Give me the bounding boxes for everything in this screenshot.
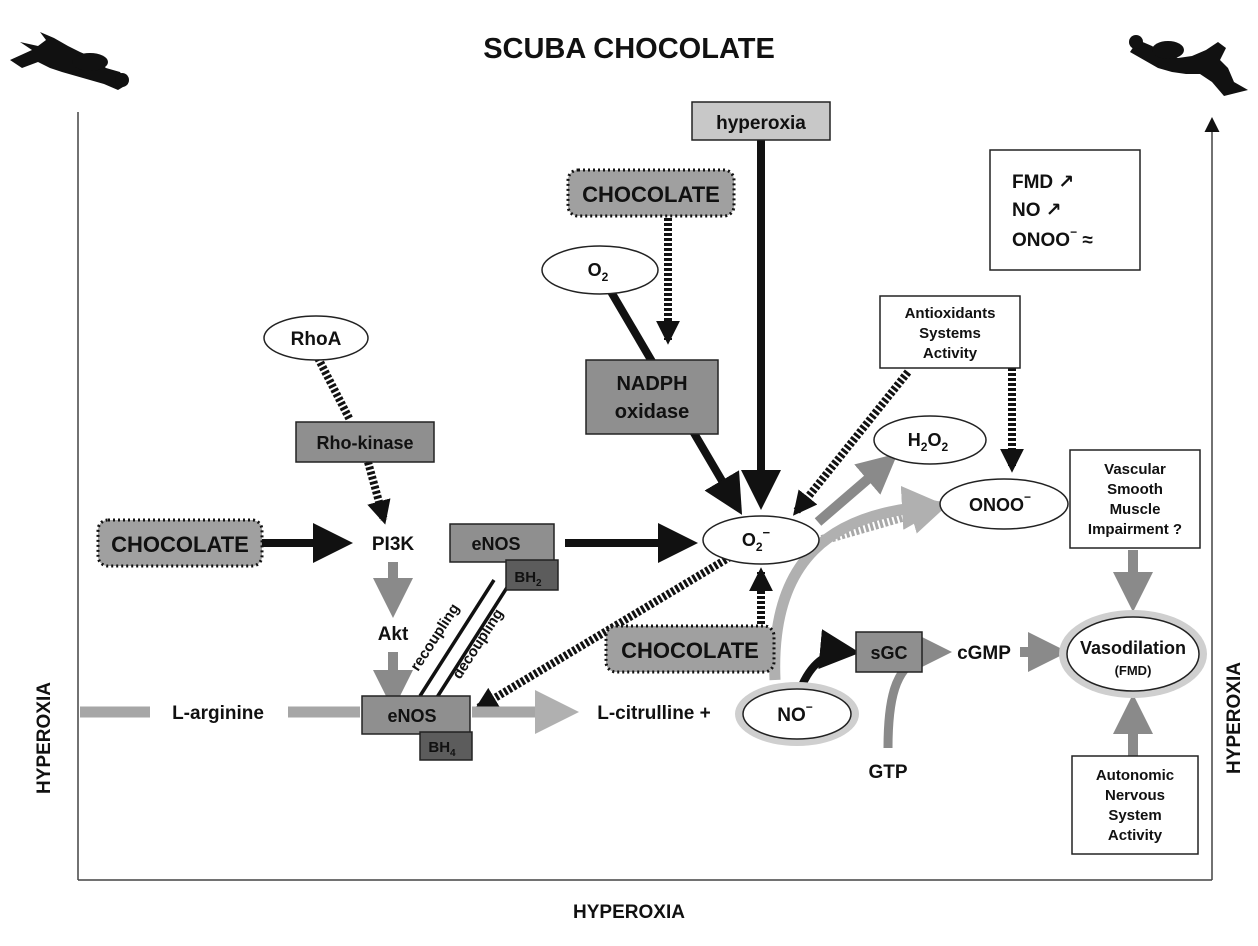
gtp-label: GTP xyxy=(868,762,907,783)
arrow-rhokinase-to-pi3k xyxy=(364,460,391,525)
legend-line-onoo: ONOO− ≈ xyxy=(1012,225,1093,251)
l-arginine-label: L-arginine xyxy=(172,703,264,724)
enos-box-upper xyxy=(449,523,555,563)
vascular-line2: Smooth xyxy=(1107,481,1163,498)
bh4-box xyxy=(419,731,473,761)
nadph-label: NADPH xyxy=(616,373,687,395)
chocolate-label-left: CHOCOLATE xyxy=(111,532,249,557)
chocolate-box-left xyxy=(96,518,264,568)
arrow-superoxide-to-enos-lower xyxy=(473,553,733,712)
vasodilation-label: Vasodilation xyxy=(1080,638,1186,658)
enos-box-lower xyxy=(361,695,471,735)
superoxide-label: O2− xyxy=(742,525,771,554)
chocolate-box-top xyxy=(566,168,736,218)
arrow-recoupling xyxy=(418,579,496,697)
sgc-box xyxy=(855,631,923,673)
autonomic-line2: Nervous xyxy=(1105,787,1165,804)
axis-label-bottom: HYPEROXIA xyxy=(573,902,685,923)
page-title: SCUBA CHOCOLATE xyxy=(483,33,775,65)
autonomic-line4: Activity xyxy=(1108,827,1163,844)
rho-kinase-label: Rho-kinase xyxy=(316,433,413,453)
antioxidants-line3: Activity xyxy=(923,345,978,362)
rhoa-label: RhoA xyxy=(291,329,342,350)
sgc-label: sGC xyxy=(870,643,907,663)
pi3k-label: PI3K xyxy=(372,534,415,555)
akt-label: Akt xyxy=(378,624,409,645)
vascular-box xyxy=(1069,449,1201,549)
no-label: NO− xyxy=(777,700,813,726)
nadph-oxidase-box xyxy=(585,359,719,435)
oxidase-label: oxidase xyxy=(615,401,689,423)
arrow-superoxide-to-h2o2 xyxy=(814,453,898,526)
superoxide-node xyxy=(702,515,820,565)
hyperoxia-label: hyperoxia xyxy=(716,113,806,134)
antioxidants-line1: Antioxidants xyxy=(905,305,996,322)
onoo-label: ONOO− xyxy=(969,490,1031,515)
onoo-node xyxy=(939,478,1069,530)
chocolate-box-bottom xyxy=(604,624,776,674)
bh4-label: BH4 xyxy=(428,739,456,759)
no-node-inner xyxy=(742,688,852,740)
legend-line-fmd: FMD ↗ xyxy=(1012,172,1074,193)
autonomic-line1: Autonomic xyxy=(1096,767,1174,784)
enos-label-upper: eNOS xyxy=(471,534,520,554)
frame xyxy=(77,112,1220,881)
bh2-box xyxy=(505,559,559,591)
bh2-label: BH2 xyxy=(514,569,542,589)
vascular-line3: Muscle xyxy=(1110,501,1161,518)
fmd-label: (FMD) xyxy=(1115,663,1152,678)
o2-label: O2 xyxy=(588,260,609,284)
chocolate-label-bottom: CHOCOLATE xyxy=(621,638,759,663)
hyperoxia-box xyxy=(691,101,831,141)
enos-label-lower: eNOS xyxy=(387,706,436,726)
antioxidants-box xyxy=(879,295,1021,369)
h2o2-label: H2O2 xyxy=(908,430,949,454)
axis-label-left: HYPEROXIA xyxy=(34,682,55,794)
h2o2-node xyxy=(873,415,987,465)
arrow-decoupling xyxy=(432,585,510,703)
l-citrulline-label: L-citrulline + xyxy=(597,703,711,724)
autonomic-line3: System xyxy=(1108,807,1161,824)
vasodilation-node-inner xyxy=(1066,616,1200,692)
scuba-diver-icon xyxy=(1129,35,1248,96)
rho-kinase-box xyxy=(295,421,435,463)
legend-box xyxy=(989,149,1141,271)
legend-line-no: NO ↗ xyxy=(1012,200,1062,221)
axis-label-right: HYPEROXIA xyxy=(1224,662,1245,774)
rhoa-node xyxy=(263,315,369,361)
arrow-rhoa-to-rhokinase xyxy=(314,356,354,422)
scuba-diver-icon xyxy=(10,32,129,90)
antioxidants-line2: Systems xyxy=(919,325,981,342)
o2-node xyxy=(541,245,659,295)
vascular-line4: Impairment ? xyxy=(1088,521,1182,538)
chocolate-label-top: CHOCOLATE xyxy=(582,182,720,207)
autonomic-box xyxy=(1071,755,1199,855)
cgmp-label: cGMP xyxy=(957,643,1011,664)
vascular-line1: Vascular xyxy=(1104,461,1166,478)
